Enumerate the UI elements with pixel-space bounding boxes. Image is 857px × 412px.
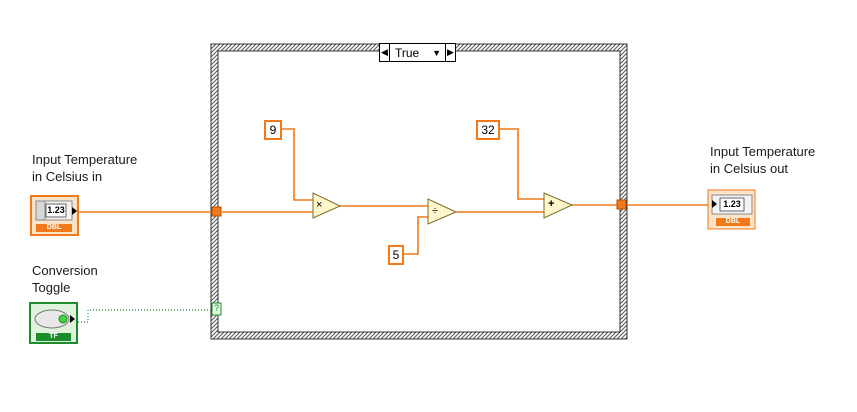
toggle-type-label: TF xyxy=(49,333,58,340)
multiply-node[interactable] xyxy=(312,192,342,219)
divide-node[interactable] xyxy=(427,198,458,225)
temp-out-terminal[interactable] xyxy=(707,189,756,230)
add-icon: + xyxy=(548,198,555,210)
case-structure[interactable] xyxy=(210,43,628,340)
constant-five[interactable]: 5 xyxy=(388,245,404,265)
constant-thirty-two[interactable]: 32 xyxy=(476,120,500,140)
selector-terminal[interactable] xyxy=(211,302,222,316)
output-tunnel[interactable] xyxy=(616,199,627,210)
add-node[interactable] xyxy=(543,192,574,219)
temp-in-type-label: DBL xyxy=(46,224,62,231)
decrement-arrow-icon[interactable]: ◀ xyxy=(380,44,390,61)
toggle-terminal[interactable] xyxy=(29,302,78,344)
dropdown-arrow-icon[interactable]: ▼ xyxy=(432,47,441,58)
case-selector-value[interactable]: True ▼ xyxy=(390,46,445,60)
temp-in-numeric-glyph: 1.23 xyxy=(47,205,65,215)
constant-nine[interactable]: 9 xyxy=(264,120,282,140)
multiply-icon: × xyxy=(316,199,323,211)
temp-in-label: Input Temperature in Celsius in xyxy=(32,152,138,184)
selector-terminal-label: ? xyxy=(213,303,219,313)
numeric-wires xyxy=(78,128,708,255)
temp-in-terminal[interactable] xyxy=(30,195,79,236)
case-selector[interactable]: ◀ True ▼ ▶ xyxy=(379,43,456,62)
case-selector-text: True xyxy=(395,45,420,60)
temp-out-label: Input Temperature in Celsius out xyxy=(710,144,816,176)
temp-out-type-label: DBL xyxy=(725,218,741,225)
increment-arrow-icon[interactable]: ▶ xyxy=(445,44,455,61)
temp-out-numeric-glyph: 1.23 xyxy=(723,199,741,209)
input-tunnel[interactable] xyxy=(211,206,222,217)
divide-icon: ÷ xyxy=(432,205,439,217)
boolean-wire xyxy=(78,309,212,323)
toggle-label: Conversion Toggle xyxy=(32,263,98,295)
